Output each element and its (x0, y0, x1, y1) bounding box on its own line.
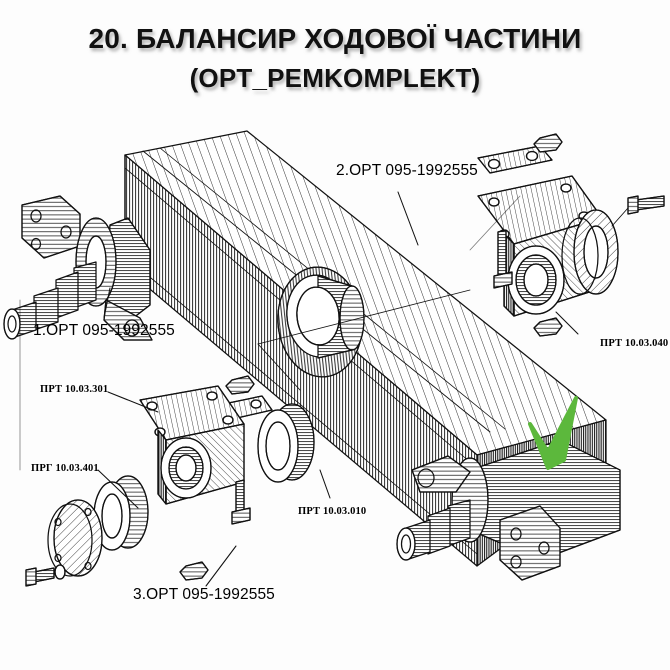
callout-1-opt: 1.OPT 095-1992555 (33, 322, 175, 339)
callout-2-opt: 2.OPT 095-1992555 (336, 162, 478, 179)
right-axle-stub (396, 439, 621, 581)
leader-lines (19, 191, 579, 587)
callout-prt-10-03-010: ПРТ 10.03.010 (298, 506, 367, 517)
callout-prt-10-03-301: ПРТ 10.03.301 (40, 384, 109, 395)
callout-prg-10-03-401: ПРГ 10.03.401 (31, 463, 99, 474)
callout-prt-10-03-040: ПРТ 10.03.040 (600, 338, 669, 349)
bushing-boss (277, 266, 365, 378)
green-checkmark (528, 396, 578, 470)
upper-bearing-housing (477, 133, 665, 337)
end-cap (47, 499, 103, 577)
callout-3-opt: 3.OPT 095-1992555 (133, 586, 275, 603)
lower-bearing-housing (25, 375, 315, 587)
